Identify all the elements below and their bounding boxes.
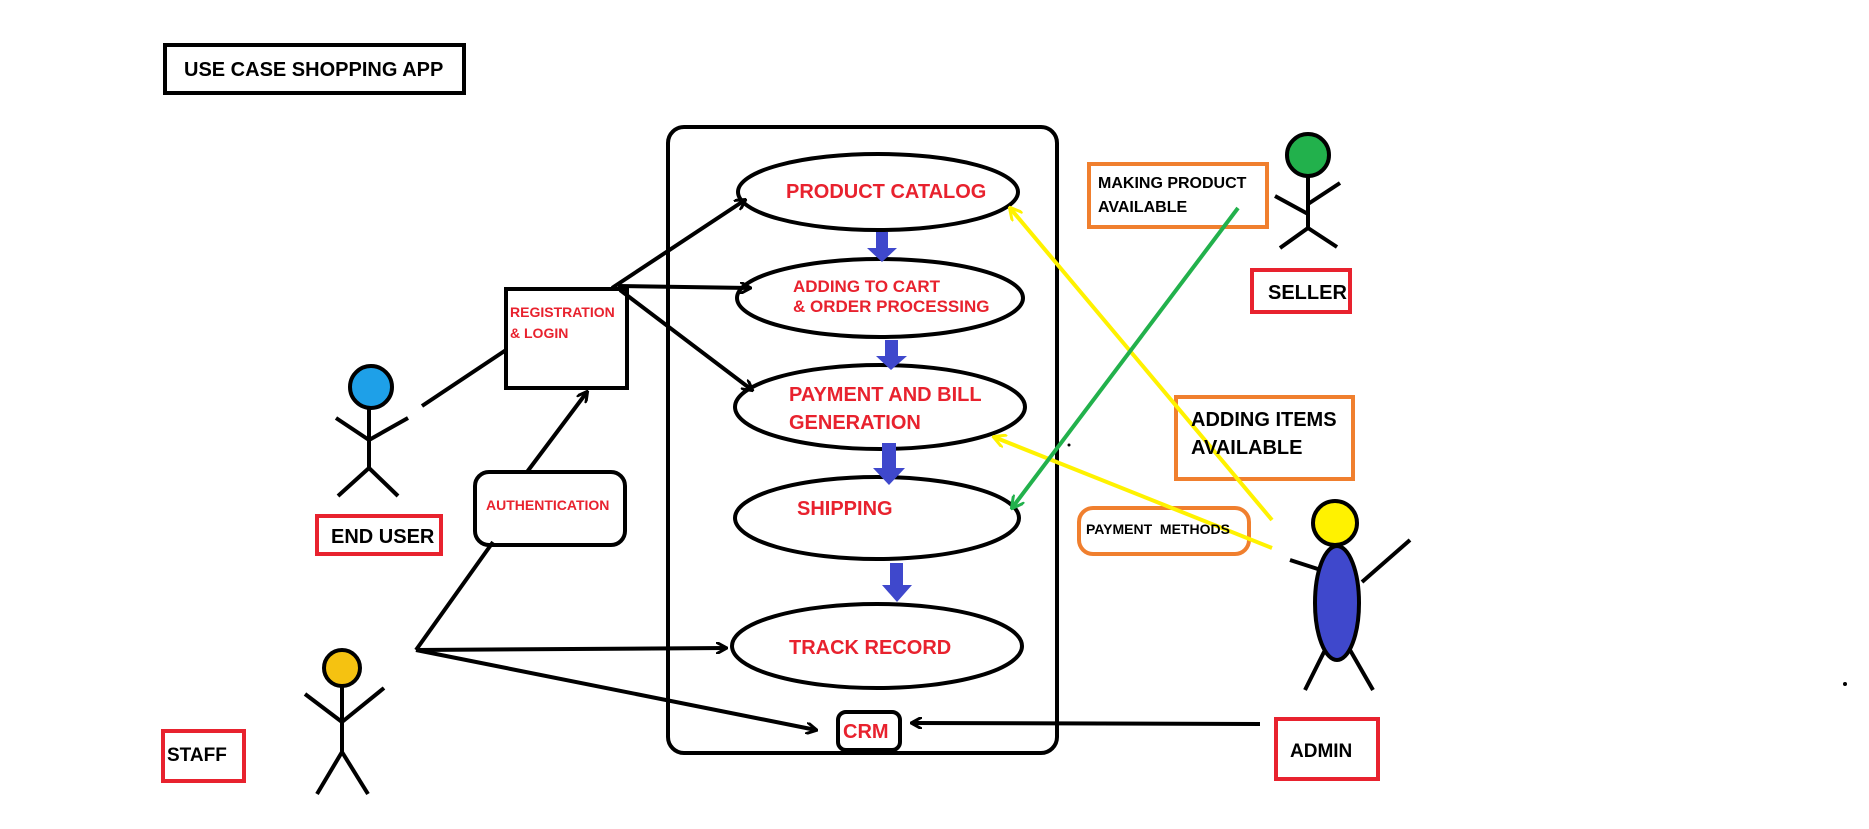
staff-actor: [303, 648, 386, 796]
use-case-payment-bill[interactable]: [733, 363, 1027, 451]
title-box: [163, 43, 466, 95]
admin-label: ADMIN: [1290, 741, 1353, 762]
use-case-product-catalog[interactable]: [736, 152, 1020, 232]
seller-head: [1285, 132, 1331, 178]
adding-items-available-label: ADDING ITEMS AVAILABLE: [1191, 409, 1337, 459]
payment-methods-box: [1077, 506, 1251, 556]
end-user-head: [348, 364, 394, 410]
admin-head: [1311, 499, 1359, 547]
stray-dot: [1067, 443, 1071, 447]
flow-arrow-cart-to-payment: [876, 340, 907, 370]
registration-login-box[interactable]: [504, 287, 629, 390]
end-user-label-box: [315, 514, 443, 556]
staff-to-track-record: [415, 648, 726, 650]
registration-login-label: REGISTRATION & LOGIN: [510, 304, 615, 341]
admin-actor: [1289, 499, 1412, 691]
use-case-payment-bill-label: PAYMENT AND BILL GENERATION: [789, 384, 982, 434]
system-boundary: [666, 125, 1059, 755]
use-case-adding-to-cart-label: ADDING TO CART & ORDER PROCESSING: [793, 277, 990, 317]
end-user-actor: [334, 364, 409, 498]
flow-arrow-shipping-to-track: [882, 563, 912, 602]
end-user-label: END USER: [331, 526, 435, 548]
seller-to-shipping-line: [1012, 206, 1240, 508]
staff-head: [322, 648, 362, 688]
making-product-available-box: [1087, 162, 1269, 229]
seller-actor: [1274, 132, 1342, 250]
admin-label-box: [1274, 717, 1380, 781]
admin-to-crm: [912, 723, 1261, 724]
flow-arrow-payment-to-shipping: [873, 443, 905, 485]
registration-to-cart: [617, 286, 750, 288]
associations: [414, 200, 1261, 730]
staff-label-box: [161, 729, 246, 783]
use-case-crm-label: CRM: [843, 721, 889, 743]
staff-to-authentication: [414, 540, 495, 652]
stray-dot: [1843, 682, 1847, 686]
admin-to-payment-line: [994, 437, 1273, 550]
use-case-track-record-label: TRACK RECORD: [789, 637, 952, 659]
making-product-available-label: MAKING PRODUCT AVAILABLE: [1098, 175, 1247, 216]
authentication-to-registration: [525, 392, 587, 474]
flow-arrow-catalog-to-cart: [867, 232, 897, 262]
authentication-label: AUTHENTICATION: [486, 497, 610, 513]
staff-to-crm: [415, 648, 816, 730]
use-case-shipping[interactable]: [733, 475, 1021, 561]
payment-methods-label: PAYMENT METHODS: [1086, 521, 1230, 537]
seller-label-box: [1250, 268, 1352, 314]
use-case-shipping-label: SHIPPING: [797, 498, 893, 520]
seller-label: SELLER: [1268, 282, 1347, 304]
staff-label: STAFF: [167, 745, 227, 766]
end-user-to-registration: [420, 348, 508, 408]
registration-to-payment: [618, 288, 752, 390]
use-case-crm[interactable]: [836, 710, 902, 752]
admin-body: [1313, 544, 1361, 662]
use-case-track-record[interactable]: [730, 602, 1024, 690]
use-case-product-catalog-label: PRODUCT CATALOG: [786, 181, 987, 203]
admin-to-catalog-line: [1010, 208, 1274, 522]
authentication-box[interactable]: [473, 470, 627, 547]
flow-arrows: [867, 232, 912, 602]
registration-to-catalog: [610, 200, 745, 290]
adding-items-available-box: [1174, 395, 1355, 481]
diagram-title: USE CASE SHOPPING APP: [184, 59, 444, 81]
